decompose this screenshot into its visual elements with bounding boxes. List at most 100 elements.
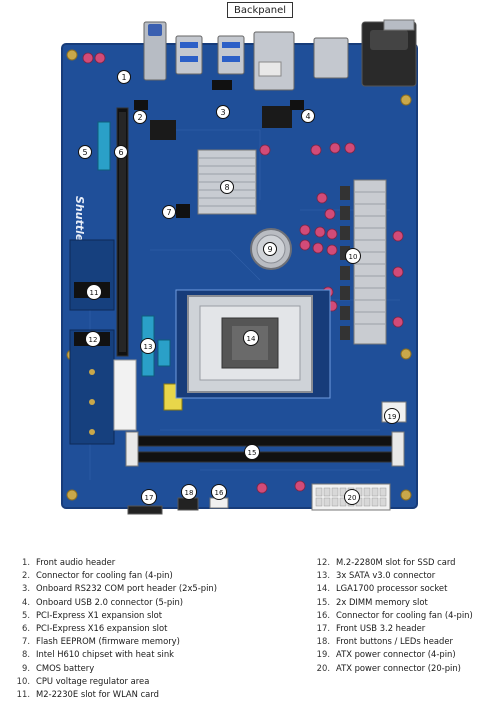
- callout-11: 11: [86, 284, 102, 300]
- callout-number: 4: [305, 112, 310, 121]
- callout-number: 8: [224, 183, 229, 192]
- legend-item: 5. PCI-Express X1 expansion slot: [8, 609, 263, 622]
- legend-number: 1.: [22, 557, 30, 567]
- callout-number: 13: [144, 343, 153, 351]
- legend-text: 3x SATA v3.0 connector: [336, 570, 436, 581]
- legend-number: 13.: [316, 570, 330, 581]
- legend-text: Flash EEPROM (firmware memory): [36, 636, 180, 647]
- legend-text: PCI-Express X1 expansion slot: [36, 609, 163, 620]
- legend-number: 15.: [316, 596, 330, 607]
- legend-item: 12.M.2-2280M slot for SSD card: [308, 556, 478, 569]
- chip: [262, 106, 292, 128]
- legend-item: 3.Onboard RS232 COM port header (2x5-pin…: [8, 582, 263, 595]
- callout-3: 3: [216, 105, 230, 119]
- chip: [150, 120, 176, 140]
- legend-item: 20. ATX power connector (20-pin): [308, 662, 478, 675]
- callout-15: 15: [244, 444, 260, 460]
- legend-number: 19.: [316, 649, 330, 660]
- legend-number: 17.: [316, 623, 330, 634]
- legend-item: 15. 2x DIMM memory slot: [308, 596, 478, 609]
- legend-text: PCI-Express X16 expansion slot: [36, 623, 168, 634]
- legend-text: Intel H610 chipset with heat sink: [36, 649, 174, 660]
- legend-item: 11.M2-2230E slot for WLAN card: [8, 688, 263, 701]
- callout-number: 6: [118, 148, 123, 157]
- callout-17: 17: [141, 489, 157, 505]
- callout-number: 18: [185, 489, 194, 497]
- callout-16: 16: [211, 484, 227, 500]
- board-sticker: [113, 359, 137, 431]
- legend-text: CPU voltage regulator area: [36, 675, 150, 686]
- callout-6: 6: [114, 145, 128, 159]
- legend-number: 8.: [22, 649, 30, 660]
- misc-components: [82, 52, 404, 494]
- legend-text: M2-2230E slot for WLAN card: [36, 689, 159, 700]
- callout-4: 4: [301, 109, 315, 123]
- vrm-heatsink: [340, 179, 387, 345]
- callout-number: 20: [348, 494, 357, 502]
- callout-number: 16: [215, 489, 224, 497]
- legend-text: Onboard USB 2.0 connector (5-pin): [36, 596, 184, 607]
- legend-item: 9. CMOS battery: [8, 662, 263, 675]
- callout-number: 12: [89, 336, 98, 344]
- motherboard-diagram: Shuttle: [61, 19, 418, 515]
- legend-text: Front buttons / LEDs header: [336, 636, 453, 647]
- legend-text: 2x DIMM memory slot: [336, 596, 428, 607]
- legend-text: Front audio header: [36, 557, 116, 567]
- legend-item: 8. Intel H610 chipset with heat sink: [8, 648, 263, 661]
- callout-13: 13: [140, 338, 156, 354]
- legend-item: 18. Front buttons / LEDs header: [308, 635, 478, 648]
- legend-text: ATX power connector (20-pin): [336, 662, 461, 673]
- callout-1: 1: [117, 70, 131, 84]
- callout-7: 7: [162, 205, 176, 219]
- legend-text: LGA1700 processor socket: [336, 583, 448, 594]
- callout-number: 14: [247, 335, 256, 343]
- front-usb32-header: [127, 505, 163, 515]
- callout-20: 20: [344, 489, 360, 505]
- legend-text: ATX power connector (4-pin): [336, 649, 456, 660]
- legend-number: 14.: [316, 583, 330, 594]
- callout-19: 19: [384, 408, 400, 424]
- legend-text: Connector for cooling fan (4-pin): [336, 609, 473, 620]
- legend-item: 7. Flash EEPROM (firmware memory): [8, 635, 263, 648]
- legend-text: Front USB 3.2 header: [336, 623, 426, 634]
- legend-number: 7.: [22, 636, 30, 647]
- backpanel-label: Backpanel: [227, 2, 293, 18]
- usb-port-stack-1: [175, 35, 203, 75]
- legend-text: CMOS battery: [36, 662, 95, 673]
- brand-text: Shuttle: [73, 196, 86, 242]
- legend-number: 4.: [22, 596, 30, 607]
- legend-number: 5.: [22, 609, 30, 620]
- callout-12: 12: [85, 331, 101, 347]
- legend-number: 18.: [316, 636, 330, 647]
- callout-number: 17: [145, 494, 154, 502]
- legend-number: 6.: [22, 623, 30, 634]
- callout-number: 19: [388, 413, 397, 421]
- legend-number: 16.: [316, 609, 330, 620]
- callout-5: 5: [78, 145, 92, 159]
- callout-number: 7: [166, 208, 171, 217]
- legend-left-column: 1. Front audio header 2. Connector for cool…: [8, 556, 263, 701]
- backpanel-io: [143, 19, 417, 91]
- callout-number: 1: [121, 73, 126, 82]
- legend-item: 2. Connector for cooling fan (4-pin): [8, 569, 263, 582]
- callout-8: 8: [220, 180, 234, 194]
- callout-number: 9: [267, 245, 272, 254]
- display-port: [313, 37, 349, 79]
- legend-item: 19. ATX power connector (4-pin): [308, 648, 478, 661]
- callout-number: 5: [82, 148, 87, 157]
- legend-text: Connector for cooling fan (4-pin): [36, 570, 173, 581]
- callout-9: 9: [263, 242, 277, 256]
- legend-number: 9.: [22, 662, 30, 673]
- legend-number: 2.: [22, 570, 30, 581]
- legend-item: 1. Front audio header: [8, 556, 263, 569]
- legend-item: 4. Onboard USB 2.0 connector (5-pin): [8, 596, 263, 609]
- legend-number: 20.: [316, 662, 330, 673]
- lan-port: [253, 31, 295, 91]
- callout-2: 2: [133, 110, 147, 124]
- m2-ssd-area: [69, 329, 115, 445]
- legend-number: 10.: [16, 675, 30, 686]
- legend-item: 14. LGA1700 processor socket: [308, 582, 478, 595]
- callout-number: 3: [220, 108, 225, 117]
- usb-port-stack-2: [217, 35, 245, 75]
